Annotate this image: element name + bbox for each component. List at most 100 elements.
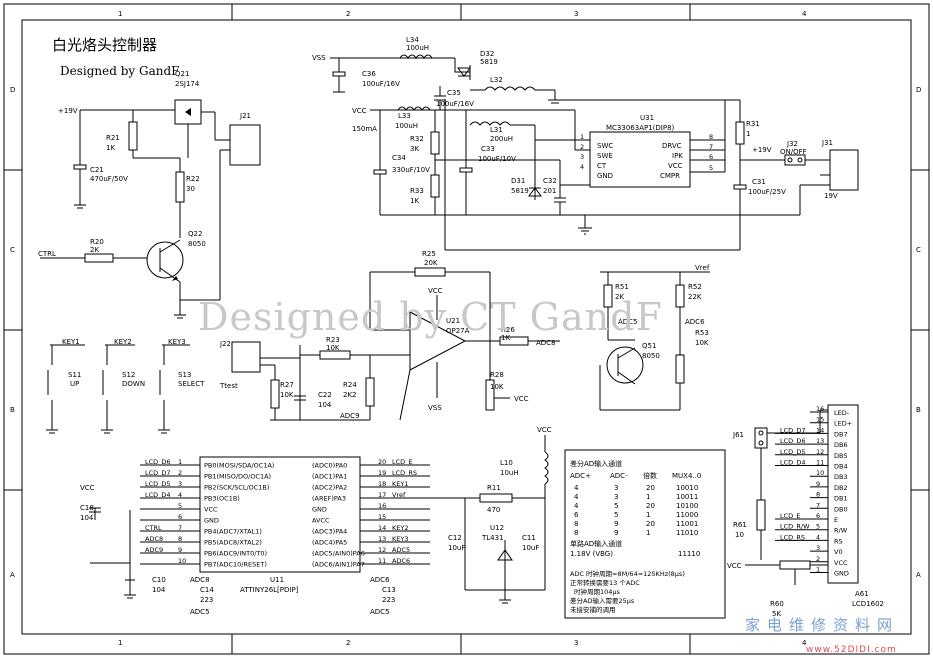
u31-num-4: 4 xyxy=(580,163,584,171)
vcc-label-ref: VCC xyxy=(537,426,552,434)
designer-credit: Designed by GandF xyxy=(60,64,179,78)
amplifier-block xyxy=(231,267,560,421)
c10-value: 104 xyxy=(152,586,166,594)
q21-value: 2SJ174 xyxy=(175,80,200,88)
vcc-label-opamp: VCC xyxy=(428,287,443,295)
u11-pin-num-left: 8 xyxy=(178,535,182,543)
notes-cell: 9 xyxy=(614,520,618,528)
notes-header: 差分AD输入通道 xyxy=(570,459,622,468)
u11-pin-left: GND xyxy=(204,517,219,525)
r24-value: 2K2 xyxy=(343,391,357,399)
u11-pin-right: (AREF)PA3 xyxy=(312,495,346,503)
r32-value: 3K xyxy=(410,145,419,153)
notes-line-4: 差分AD输入需要25μs xyxy=(570,596,635,605)
lcd-pin-num: 1 xyxy=(816,566,820,574)
notes-cell: 11001 xyxy=(676,520,698,528)
d32-ref: D32 xyxy=(480,50,494,58)
u11-pin-num-right: 19 xyxy=(378,469,386,477)
u11-net-left: LCD_D5 xyxy=(145,480,171,488)
u11-pin-right: (ADC1)PA1 xyxy=(312,473,347,481)
u31-pin-gnd: GND xyxy=(597,172,613,180)
r11-value: 470 xyxy=(487,506,500,514)
l34-ref: L34 xyxy=(406,36,419,44)
adc8-net-mcu: ADC8 xyxy=(190,576,210,584)
notes-cell: 9 xyxy=(614,529,618,537)
lcd-pin-name: GND xyxy=(834,570,849,578)
j31-value: 19V xyxy=(824,192,838,200)
heater-driver-labels: +19V Q21 2SJ174 R21 1K C21 470uF/50V R22… xyxy=(38,70,251,258)
c18-value: 104 xyxy=(80,514,94,522)
notes-line-3: 时钟周期104μs xyxy=(574,587,621,596)
r61-value: 10 xyxy=(735,531,744,539)
u31-pin-swc: SWC xyxy=(597,142,613,150)
r23-value: 10K xyxy=(326,344,340,352)
l31-value: 200uH xyxy=(490,135,513,143)
power-supply-block xyxy=(330,54,859,251)
j61-ref: J61 xyxy=(732,431,744,439)
key3-net: KEY3 xyxy=(168,338,186,346)
c21-value: 470uF/50V xyxy=(90,175,128,183)
ctrl-net-label: CTRL xyxy=(38,250,56,258)
s12-name: DOWN xyxy=(122,380,145,388)
u11-pin-left: PB4(ADC7/XTAL1) xyxy=(204,528,262,536)
c12-value: 10uF xyxy=(448,544,465,552)
notes-cell: 3 xyxy=(614,484,618,492)
reference-labels: VCC L10 10uH R11 470 U12 TL431 C12 10uF … xyxy=(448,426,552,552)
current-label: 150mA xyxy=(352,125,377,133)
notes-cell: 1 xyxy=(646,511,650,519)
vcc-label-r28: VCC xyxy=(514,395,529,403)
vss-label-opamp: VSS xyxy=(428,404,442,412)
lcd-pin-name: R/W xyxy=(834,527,848,535)
frame-col-1-top: 1 xyxy=(118,10,122,18)
frame-col-4-top: 4 xyxy=(802,10,807,18)
u11-net-left: ADC9 xyxy=(145,546,163,554)
lcd-pin-num: 9 xyxy=(816,480,820,488)
u11-pin-num-right: 16 xyxy=(378,502,386,510)
adc6-net-mcu: ADC6 xyxy=(370,576,390,584)
adc5-net-mcu-b: ADC5 xyxy=(370,608,390,616)
notes-single-mux: 11110 xyxy=(678,550,700,558)
lcd-net: LCD_D7 xyxy=(780,426,806,434)
r60-value: 5K xyxy=(772,610,781,618)
u11-pin-num-left: 4 xyxy=(178,491,182,499)
lcd-pin-name: DB6 xyxy=(834,441,848,449)
inner-frame xyxy=(21,19,912,635)
notes-cell: 3 xyxy=(614,493,618,501)
u31-num-7: 7 xyxy=(709,143,713,151)
u11-net-right: ADC6 xyxy=(392,557,410,565)
sensor-labels: Vref R51 2K R52 22K ADC5 ADC6 R53 10K Q5… xyxy=(615,264,710,360)
frame-ticks xyxy=(4,4,929,654)
r23-ref: R23 xyxy=(326,336,340,344)
u11-pin-left: PB5(ADC8/XTAL2) xyxy=(204,539,262,547)
frame-col-2-bottom: 2 xyxy=(346,639,350,647)
r51-ref: R51 xyxy=(615,283,629,291)
u11-pin-num-right: 14 xyxy=(378,524,386,532)
vcc-label-mcu: VCC xyxy=(80,484,95,492)
site-url: www.52DIDI.com xyxy=(806,645,897,655)
amplifier-labels: R25 20K VCC U21 OP27A R26 1K ADC8 VSS R2… xyxy=(219,250,556,420)
lcd-net: LCD_D5 xyxy=(780,448,806,456)
notes-cell: 4 xyxy=(574,484,579,492)
l10-ref: L10 xyxy=(500,459,513,467)
lcd-pin-num: 11 xyxy=(816,459,824,467)
lcd-pin-name: DB4 xyxy=(834,463,848,471)
l34-value: 100uH xyxy=(406,44,429,52)
u11-pin-num-left: 9 xyxy=(178,546,182,554)
r27-value: 10K xyxy=(280,391,294,399)
r21-ref: R21 xyxy=(106,134,120,142)
u11-pin-num-left: 7 xyxy=(178,524,182,532)
lcd-pin-num: 12 xyxy=(816,448,824,456)
lcd-pin-name: VCC xyxy=(834,559,848,567)
r25-value: 20K xyxy=(424,259,438,267)
frame-row-c-right: C xyxy=(916,246,921,254)
u21-value: OP27A xyxy=(446,327,470,335)
notes-cell: 5 xyxy=(614,502,618,510)
l32-ref: L32 xyxy=(490,76,503,84)
s13-name: SELECT xyxy=(178,380,205,388)
u11-net-right: KEY1 xyxy=(392,480,408,488)
u11-net-left: CTRL xyxy=(145,524,162,532)
r52-value: 22K xyxy=(688,293,702,301)
r31-ref: R31 xyxy=(746,120,760,128)
